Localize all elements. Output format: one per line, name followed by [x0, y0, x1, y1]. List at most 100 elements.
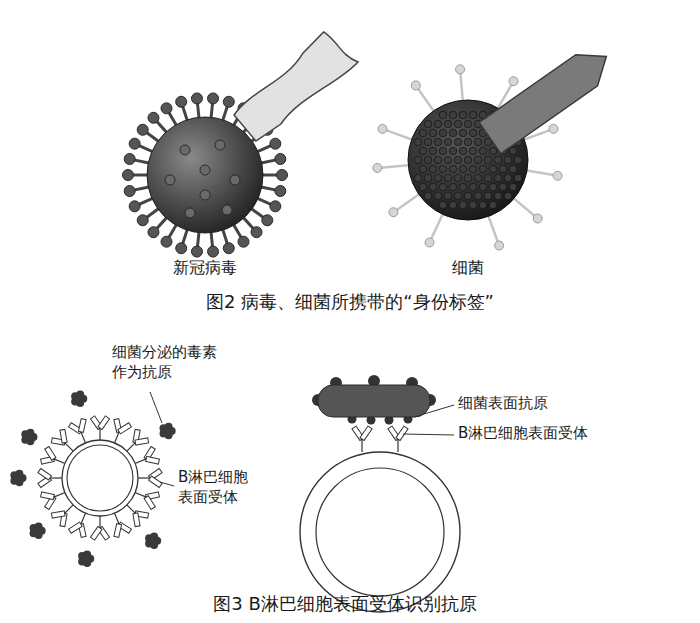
bacterium-texture [439, 201, 447, 209]
bacterium-texture [449, 129, 457, 137]
bacterium-texture [504, 192, 512, 200]
bacterium-texture [469, 165, 477, 173]
leader-line [150, 392, 162, 423]
b-cell-receptor [90, 416, 109, 440]
receptor-arm [133, 513, 140, 527]
virus-surface-spike [180, 145, 190, 155]
bacterium-texture [454, 138, 462, 146]
receptor-stem [397, 439, 398, 452]
virus-spike-tip [123, 170, 134, 181]
receptor-stem [138, 477, 150, 478]
b-cell-inner [67, 445, 133, 511]
bacterium-spike-tip [456, 65, 465, 74]
bacterium-spike-tip [411, 81, 420, 90]
receptor-arm [51, 511, 65, 518]
receptor-arm [360, 426, 372, 440]
bacterium-texture [474, 138, 482, 146]
bacterium-texture [434, 156, 442, 164]
receptor-stem [99, 428, 100, 440]
bacterium-spike [431, 212, 444, 240]
bacterium-texture [439, 183, 447, 191]
bacterium-texture [509, 183, 517, 191]
toxin-core [149, 537, 157, 545]
bacterium-texture [434, 192, 442, 200]
b-cell-receptor [352, 426, 372, 452]
bacterium-texture [424, 192, 432, 200]
virus-spike-tip [262, 215, 273, 226]
receptor-arm [60, 429, 67, 443]
bacterium-texture [469, 201, 477, 209]
bacterium-spike-tip [509, 77, 518, 86]
bacterium-texture [414, 174, 422, 182]
virus-spike-tip [137, 215, 148, 226]
bacterium-texture [444, 156, 452, 164]
toxin-antigen [30, 522, 46, 539]
virus-spike-tip [208, 93, 219, 104]
leader-line [160, 482, 174, 486]
bacterium-texture [429, 129, 437, 137]
toxin-antigen [10, 470, 26, 487]
receptor-arm [69, 522, 83, 533]
bacterium-texture [514, 156, 522, 164]
bacterium-texture [459, 201, 467, 209]
bacterium-spike-tip [553, 171, 562, 180]
b-cell-membrane [62, 440, 138, 516]
bacterium-texture [424, 156, 432, 164]
virus-spike-tip [137, 124, 148, 135]
virus-spike-tip [275, 153, 286, 164]
receptor-arm [98, 416, 110, 430]
bacterium-texture [419, 129, 427, 137]
virus-spike-tip [270, 201, 281, 212]
bacterium-tag [479, 41, 617, 154]
receptor-stem [81, 513, 86, 524]
bacterium-texture [504, 156, 512, 164]
bacterium-texture [449, 147, 457, 155]
receptor-stem [127, 443, 135, 451]
leader-line [403, 434, 454, 435]
receptor-arm [45, 447, 56, 461]
virus-spike-tip [238, 236, 249, 247]
virus-spike-tip [176, 243, 187, 254]
b-cell-receptor [388, 426, 408, 452]
b-cell-receptor [90, 516, 109, 540]
bacterium-texture [414, 156, 422, 164]
receptor-stem [81, 432, 86, 443]
figure-caption: 图3 B淋巴细胞表面受体识别抗原 [213, 592, 477, 615]
receptor-stem [54, 493, 65, 498]
toxin-core [75, 395, 83, 403]
bacterium-texture [479, 165, 487, 173]
bacterium-texture [479, 201, 487, 209]
virus-spike-tip [270, 138, 281, 149]
bacterium-texture [494, 156, 502, 164]
bacterium-texture [464, 174, 472, 182]
bacterium-texture [419, 183, 427, 191]
bacterium-texture [429, 147, 437, 155]
receptor-stem [54, 459, 65, 464]
virus-surface-spike [185, 208, 195, 218]
virus-spike-tip [208, 246, 219, 257]
receptor-stem [135, 493, 146, 498]
bacterium-texture [429, 165, 437, 173]
receptor-stem [115, 432, 120, 443]
antigen-label: 细菌表面抗原 [458, 394, 548, 414]
bacterium-spike-tip [495, 241, 504, 250]
bacterium-spike-tip [425, 238, 434, 247]
toxin-core [163, 427, 171, 435]
bacterium-texture [439, 147, 447, 155]
bacterium-texture [514, 174, 522, 182]
receptor-stem [65, 505, 73, 513]
bacterium-texture [444, 138, 452, 146]
toxin-core [14, 474, 22, 482]
bacterium-texture [424, 138, 432, 146]
bacterium-texture [474, 174, 482, 182]
bacterium-texture [469, 147, 477, 155]
bacterium-texture [429, 183, 437, 191]
receptor-stem [65, 443, 73, 451]
bacterium-texture [434, 174, 442, 182]
virus-surface-spike [215, 140, 225, 150]
virus-spike-tip [275, 186, 286, 197]
receptor-stem [99, 516, 100, 528]
bacterium-texture [444, 120, 452, 128]
toxin-antigen [21, 429, 37, 446]
bacterium-texture [424, 120, 432, 128]
